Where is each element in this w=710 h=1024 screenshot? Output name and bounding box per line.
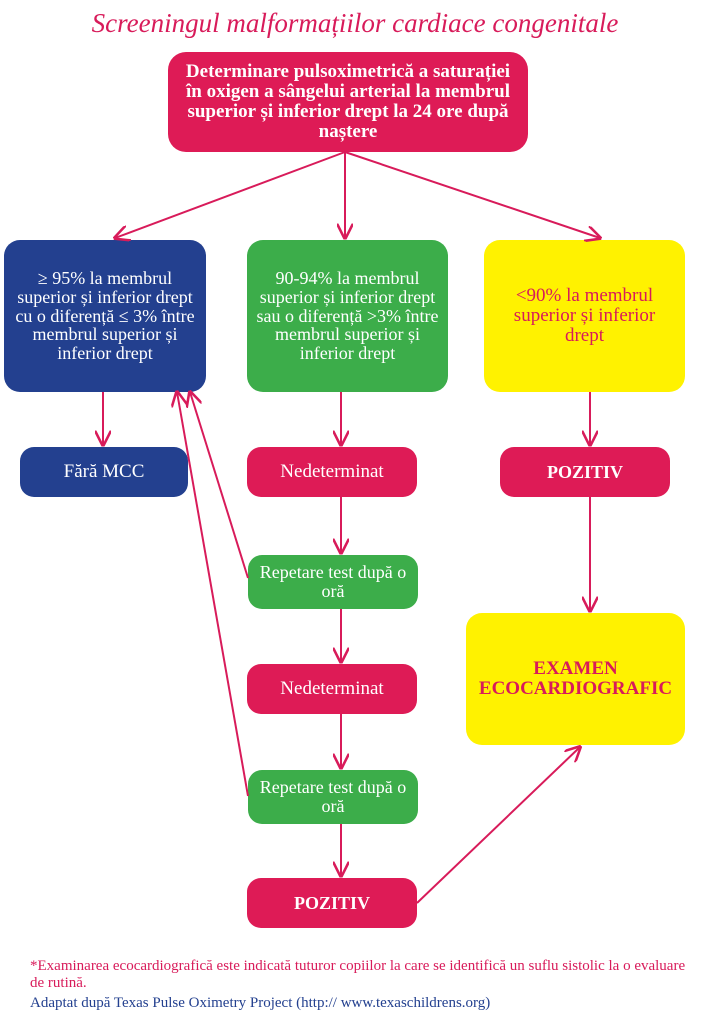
node-repeat-1-label: Repetare test după o oră xyxy=(259,562,407,601)
arrow-top-to-right xyxy=(344,151,600,238)
node-undetermined-2: Nedeterminat xyxy=(247,664,417,714)
footnote: *Examinarea ecocardiografică este indica… xyxy=(30,958,686,992)
node-left-label: ≥ 95% la membrul superior și inferior dr… xyxy=(15,267,195,364)
node-right: <90% la membrul superior și inferior dre… xyxy=(484,240,685,392)
node-top-label: Determinare pulsoximetrică a saturației … xyxy=(185,61,511,142)
arrow-positive-to-echo-diag xyxy=(416,747,580,904)
page-title: Screeningul malformațiilor cardiace cong… xyxy=(91,8,619,38)
node-top: Determinare pulsoximetrică a saturației … xyxy=(168,52,528,152)
node-middle-label: 90-94% la membrul superior și inferior d… xyxy=(256,267,439,364)
arrow-repeat-1-to-left xyxy=(190,392,249,579)
node-positive-middle: POZITIV xyxy=(247,878,417,928)
arrow-top-to-left xyxy=(115,151,346,238)
node-repeat-1: Repetare test după o oră xyxy=(248,555,418,609)
node-right-label: <90% la membrul superior și inferior dre… xyxy=(513,285,656,346)
node-no-mcc: Fără MCC xyxy=(20,447,188,497)
node-left: ≥ 95% la membrul superior și inferior dr… xyxy=(4,240,206,392)
node-repeat-2-label: Repetare test după o oră xyxy=(259,777,407,816)
node-middle: 90-94% la membrul superior și inferior d… xyxy=(247,240,448,392)
node-echo: EXAMEN ECOCARDIOGRAFIC xyxy=(466,613,685,745)
node-no-mcc-label: Fără MCC xyxy=(63,461,145,483)
node-positive-right-label: POZITIV xyxy=(546,461,624,482)
source-credit: Adaptat după Texas Pulse Oximetry Projec… xyxy=(30,995,491,1011)
node-undetermined-1-label: Nedeterminat xyxy=(280,461,384,483)
node-positive-middle-label: POZITIV xyxy=(293,892,371,913)
node-repeat-2: Repetare test după o oră xyxy=(248,770,418,824)
node-undetermined-2-label: Nedeterminat xyxy=(280,678,384,700)
node-echo-label: EXAMEN ECOCARDIOGRAFIC xyxy=(478,658,673,699)
node-positive-right: POZITIV xyxy=(500,447,670,497)
node-undetermined-1: Nedeterminat xyxy=(247,447,417,497)
arrow-repeat-2-to-left xyxy=(177,392,249,797)
